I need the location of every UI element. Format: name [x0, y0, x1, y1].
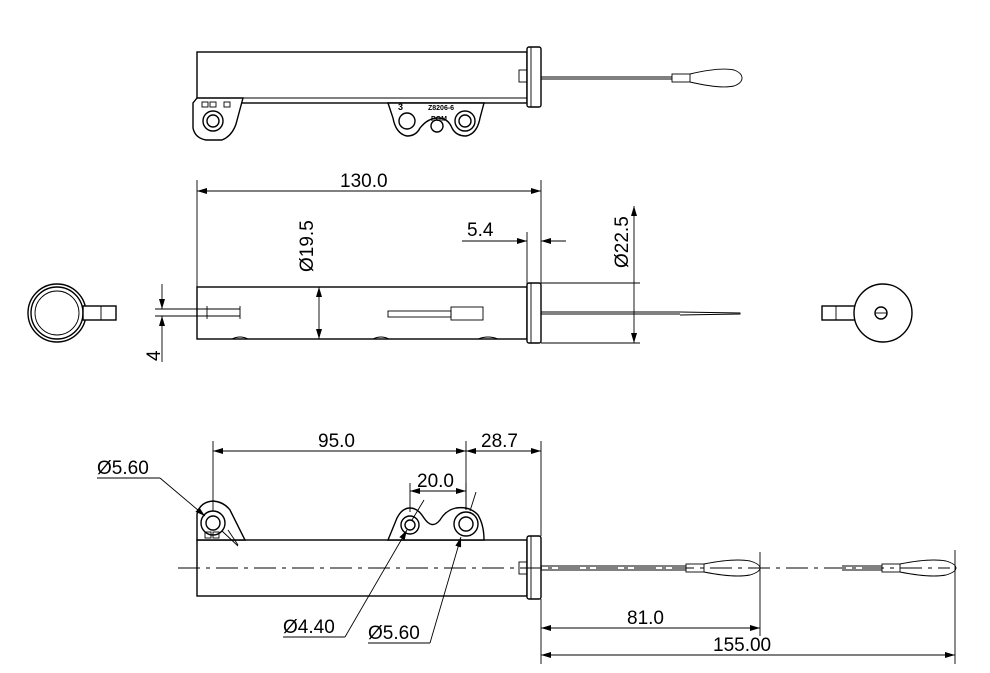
dim-text-95: 95.0	[318, 431, 355, 452]
dim-hole-left: Ø5.60	[97, 458, 239, 547]
part-code: Z8206-6	[428, 105, 454, 112]
dim-overall-length: 130.0	[196, 171, 542, 287]
top-view: 3 Z8206-6 POM	[192, 46, 743, 141]
dim-tube-diameter: Ø19.5	[297, 220, 322, 339]
dim-cable-long: 155.00	[541, 550, 956, 664]
top-view-tube	[196, 51, 528, 104]
dim-hole-right: Ø5.60	[368, 491, 477, 644]
dim-end-cap-diameter: Ø22.5	[541, 206, 640, 344]
dim-text-4: 4	[144, 350, 165, 361]
left-lug-bottom	[196, 500, 247, 541]
dim-text-130: 130.0	[340, 171, 388, 192]
dim-text-d440: Ø4.40	[283, 617, 335, 638]
dim-small-spacing: 20.0	[409, 471, 467, 512]
dim-text-54: 5.4	[467, 220, 494, 241]
dim-slot-width: 4	[144, 284, 197, 362]
front-view-tube	[196, 286, 528, 340]
dim-hole-spacing: 95.0 28.7	[212, 431, 542, 536]
bottom-view	[178, 500, 957, 600]
dim-text-d560-right: Ø5.60	[368, 623, 420, 644]
bottom-end-cap	[526, 535, 542, 600]
dim-end-cap-thickness: 5.4	[462, 220, 566, 287]
left-end-view	[27, 283, 117, 343]
dim-hole-mid: Ø4.40	[283, 499, 425, 638]
dim-text-20: 20.0	[417, 471, 454, 492]
dim-text-d560-left: Ø5.60	[97, 458, 149, 479]
front-end-cap	[526, 282, 542, 344]
dim-text-155: 155.00	[713, 635, 771, 656]
position-number: 3	[398, 102, 403, 112]
front-view	[196, 282, 741, 344]
top-end-cap	[526, 46, 542, 108]
dim-text-d225: Ø22.5	[612, 216, 633, 268]
dim-text-81: 81.0	[627, 608, 664, 629]
dim-text-287: 28.7	[481, 431, 518, 452]
material-label: POM	[431, 116, 447, 123]
dim-text-d195: Ø19.5	[297, 220, 318, 272]
right-end-view	[821, 283, 913, 343]
